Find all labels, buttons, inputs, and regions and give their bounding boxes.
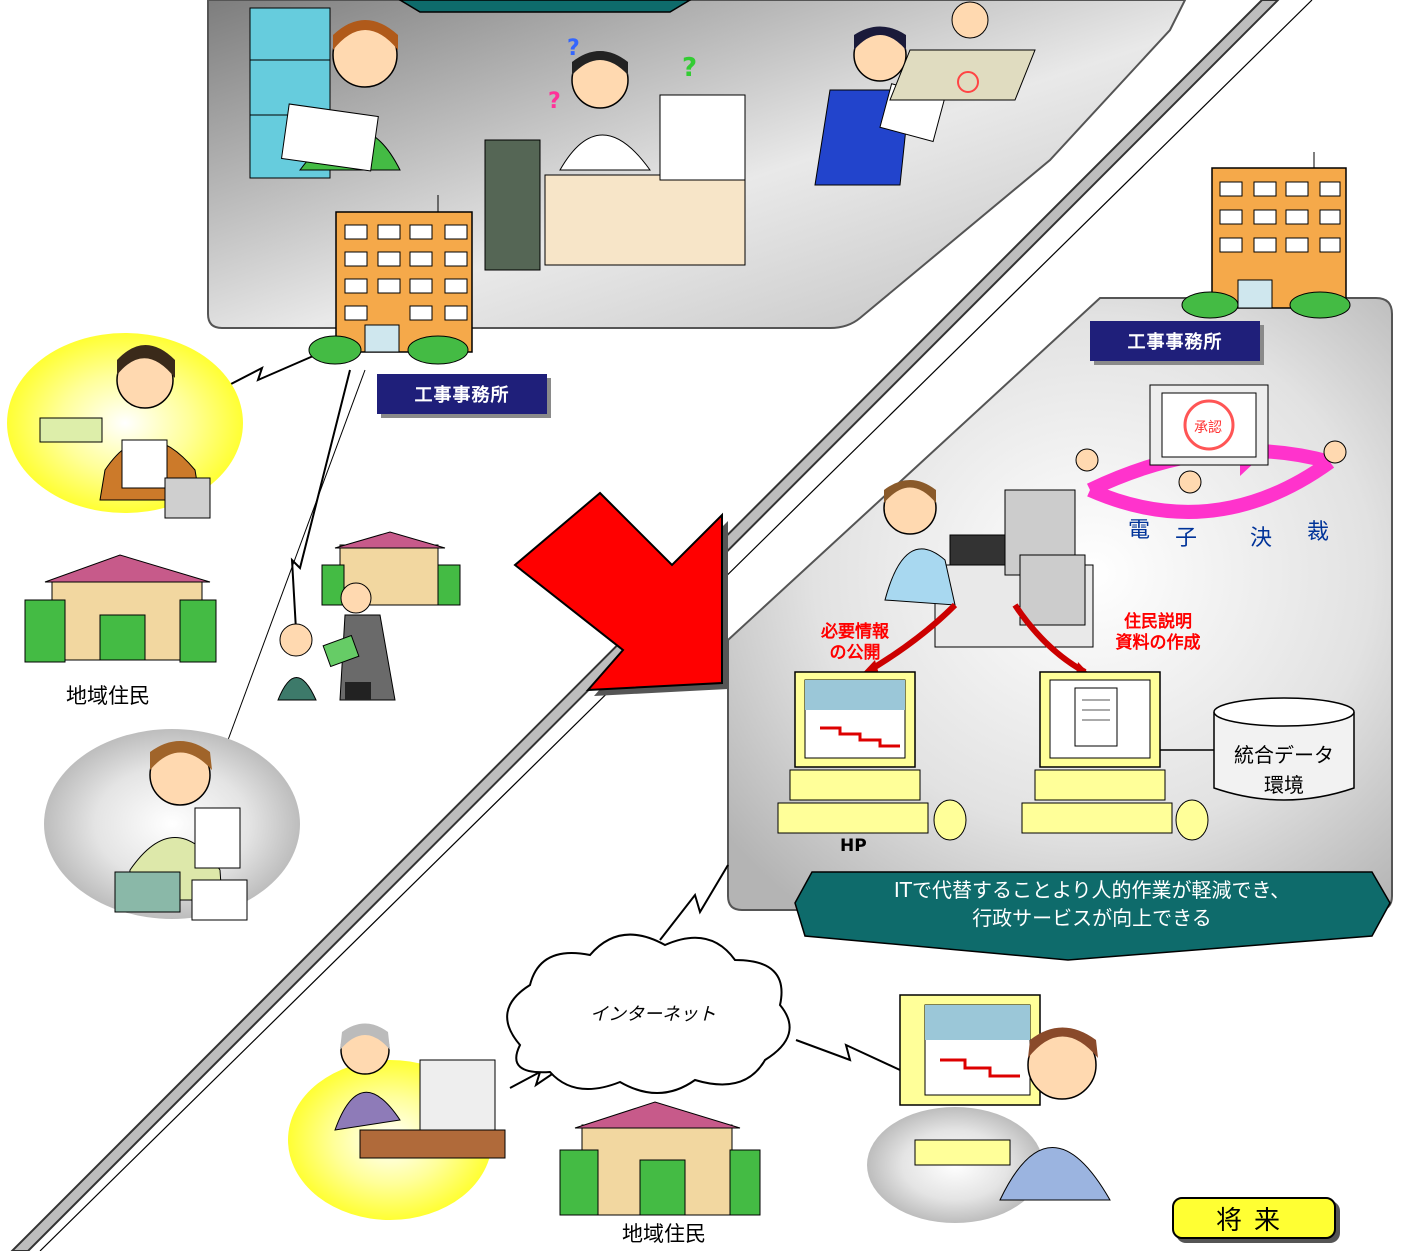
house-bottom-illustration (559, 1101, 761, 1216)
benefit-banner-shape (794, 871, 1391, 961)
office-worker-files-illustration (249, 7, 401, 179)
office-worker-approval-illustration (814, 1, 1036, 186)
e-approval-char-2: 子 (1175, 526, 1198, 551)
residents-label-left: 地域住民 (66, 684, 150, 708)
integrated-data-line-2: 環境 (1264, 773, 1304, 797)
e-approval-illustration: 承認 (1075, 384, 1347, 519)
hp-computer-illustration (777, 671, 967, 841)
comm-lines (199, 339, 1214, 1089)
office-building-future (1181, 152, 1351, 319)
svg-text:?: ? (682, 53, 697, 83)
pc-user-illustration (867, 994, 1111, 1223)
office-building-present (308, 195, 473, 365)
e-approval-char-3: 決 (1250, 526, 1273, 551)
benefit-banner-line-1: ITで代替することより人的作業が軽減でき、 (893, 878, 1291, 902)
internet-label: インターネット (590, 1004, 716, 1025)
resident-docs-line-2: 資料の作成 (1115, 633, 1201, 653)
office-worker-desk-illustration: ? ? ? (484, 36, 746, 271)
integrated-data-line-1: 統合データ (1234, 743, 1334, 767)
e-approval-char-4: 裁 (1307, 520, 1330, 545)
residents-label-bottom: 地域住民 (622, 1222, 706, 1246)
publish-info-label: 必要情報 の公開 (805, 622, 905, 664)
output-arrows (868, 602, 1087, 675)
publish-info-line-1: 必要情報 (821, 622, 889, 642)
publish-info-line-2: の公開 (829, 643, 881, 663)
integrated-data-label: 統合データ 環境 (1214, 740, 1354, 800)
office-label-future: 工事事務所 (1090, 321, 1260, 361)
operator-illustration (883, 480, 1094, 648)
hp-label: HP (840, 836, 867, 856)
elderly-user-illustration (288, 1023, 506, 1220)
resident-caller-illustration (7, 333, 243, 519)
approval-stamp-text: 承認 (1194, 420, 1222, 436)
house-left-illustration (24, 554, 217, 663)
svg-text:?: ? (548, 89, 561, 114)
database-cylinder (1213, 697, 1355, 801)
office-label-present: 工事事務所 (377, 374, 547, 414)
resident-phone-illustration (44, 729, 300, 921)
benefit-banner-text: ITで代替することより人的作業が軽減でき、 行政サービスが向上できる (812, 876, 1372, 932)
future-badge: 将来 (1172, 1197, 1336, 1239)
resident-docs-label: 住民説明 資料の作成 (1098, 612, 1218, 654)
docs-computer-illustration (1021, 671, 1209, 841)
resident-docs-line-1: 住民説明 (1124, 612, 1192, 632)
benefit-banner-line-2: 行政サービスが向上できる (972, 906, 1212, 930)
people-middle-illustration (277, 582, 396, 701)
svg-text:?: ? (567, 36, 580, 61)
transition-arrow (513, 491, 728, 696)
internet-cloud (506, 933, 791, 1094)
e-approval-char-1: 電 (1128, 518, 1151, 543)
